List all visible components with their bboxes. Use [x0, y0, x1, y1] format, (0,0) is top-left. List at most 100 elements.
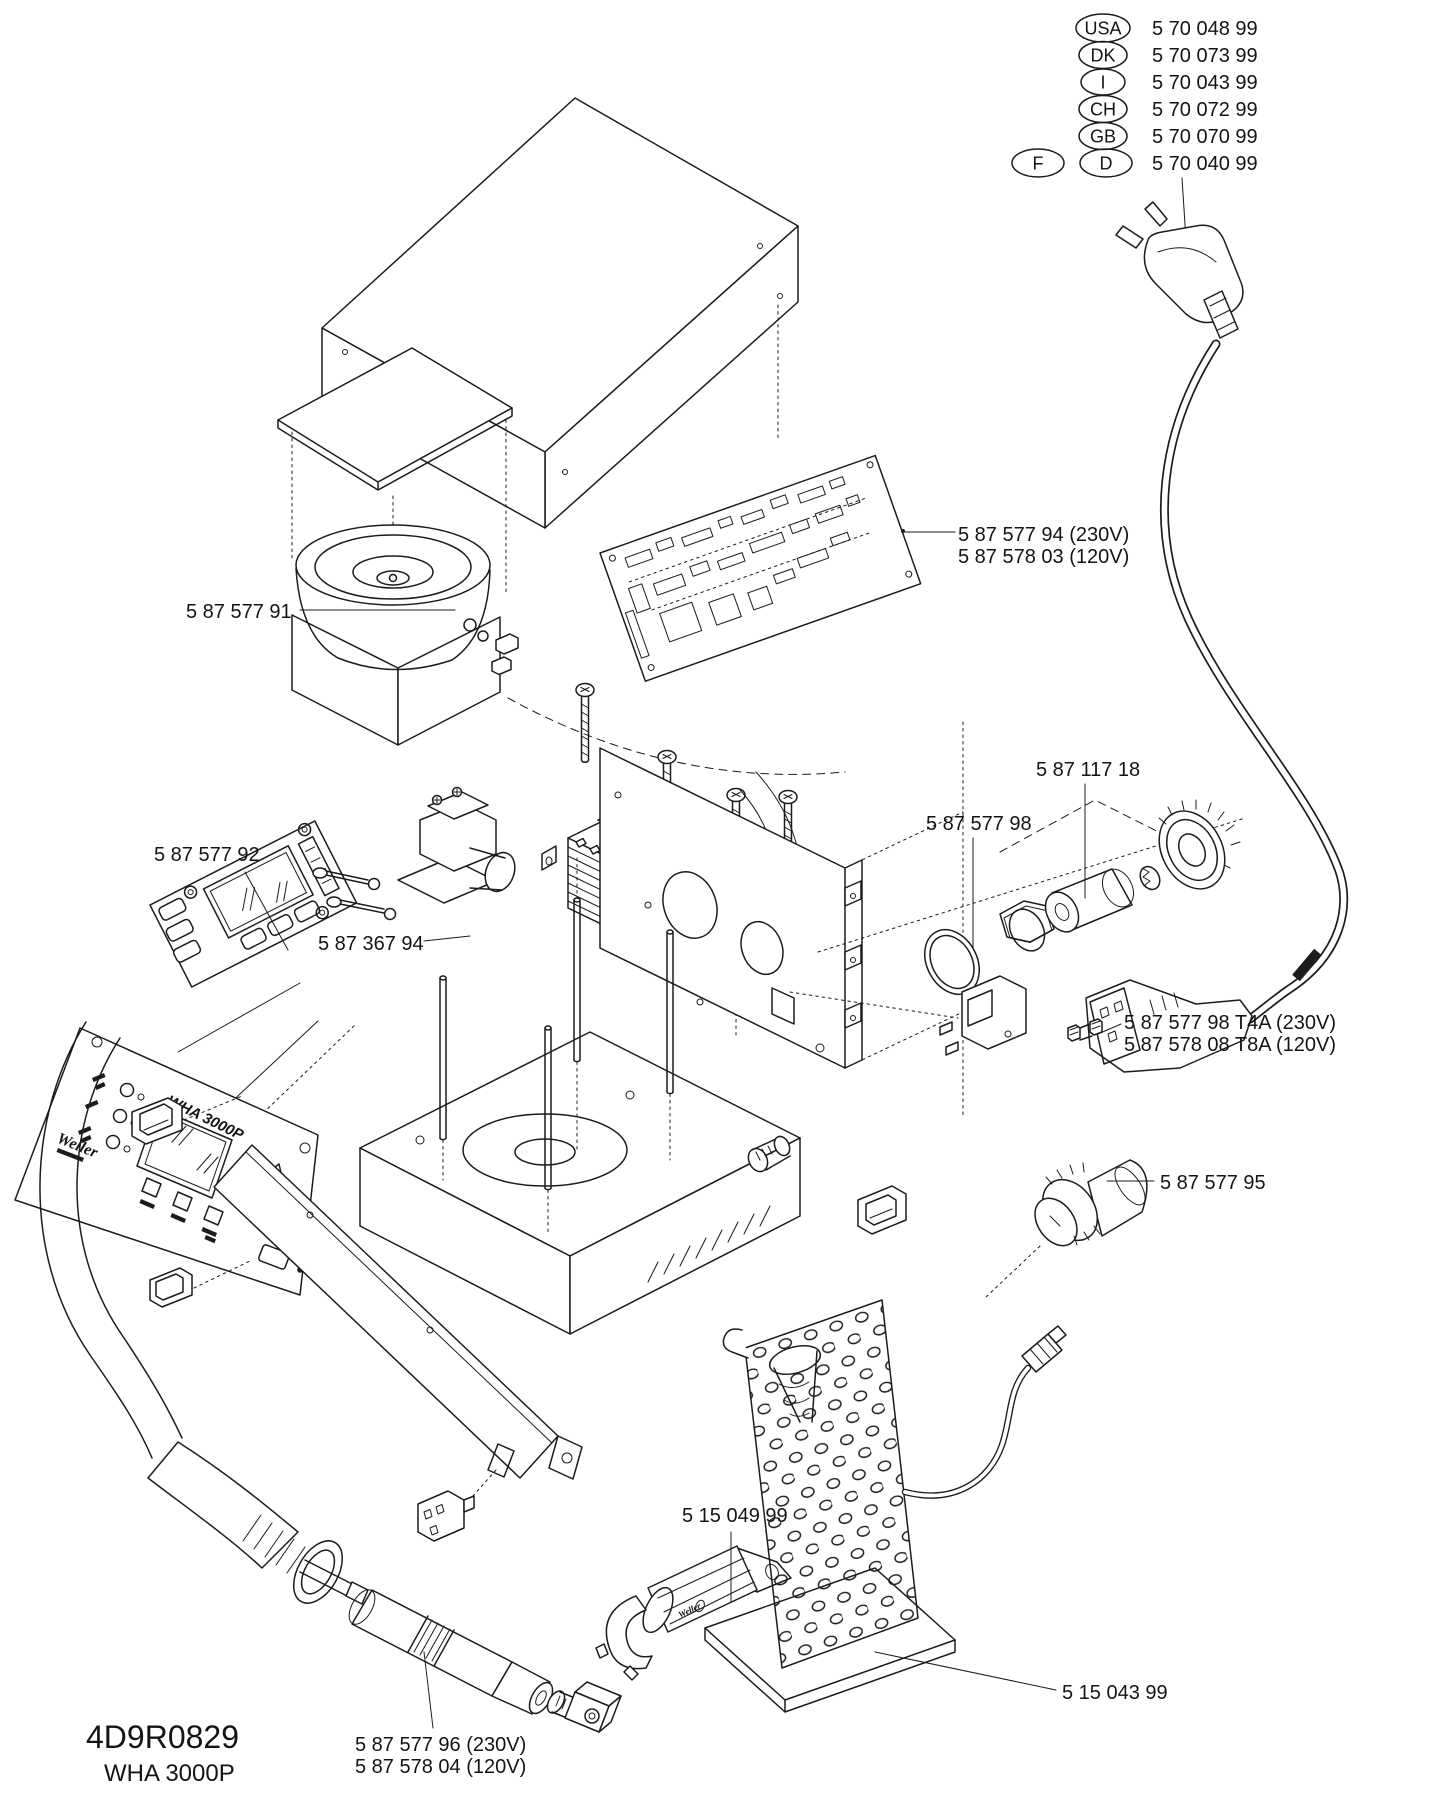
nozzle-block	[546, 1681, 622, 1733]
rear-panel-hole	[662, 871, 718, 939]
iec-cord-connector	[1085, 979, 1253, 1073]
power-entry-module	[789, 975, 1027, 1056]
spade-terminals	[939, 1021, 959, 1056]
iron-nut	[345, 1581, 369, 1605]
rear-panel-label: 5 87 577 98	[926, 813, 1032, 835]
cord-part-number: 5 70 048 99	[1152, 18, 1258, 40]
blower-label: 5 87 577 91	[186, 601, 292, 623]
main-pcb-label-230v: 5 87 577 94 (230V)	[958, 524, 1129, 546]
panel-buttons-left	[139, 1177, 224, 1244]
drawing-model: WHA 3000P	[104, 1760, 235, 1787]
power-switch-2	[149, 1259, 253, 1308]
display-transistors	[158, 897, 321, 963]
chassis-base	[359, 857, 801, 1335]
rest-cable	[901, 1364, 1032, 1499]
rocker-switch-rear	[857, 1185, 907, 1235]
country-badge-i-label: I	[1100, 73, 1105, 93]
iron-label-120v: 5 87 578 04 (120V)	[355, 1756, 526, 1778]
cord-row-i: I 5 70 043 99	[1080, 68, 1258, 96]
display-pcb-leader	[244, 871, 289, 951]
nozzle-removal-tool: Weller 5 15 049 99	[595, 1505, 792, 1681]
country-badge-d-label: D	[1100, 154, 1113, 174]
hex-nut	[999, 900, 1055, 952]
rest-spring-clip	[722, 1328, 749, 1359]
mains-plug	[1115, 201, 1244, 339]
din-label: 5 87 577 95	[1160, 1172, 1266, 1194]
heater-socket-cylinder: 5 87 117 18	[1036, 759, 1140, 933]
country-badge-gb-label: GB	[1090, 127, 1116, 147]
rest-perforated-face	[744, 1299, 919, 1669]
strain-relief	[747, 1135, 791, 1173]
fuse: 5 87 577 98 T4A (230V) 5 87 578 08 T8A (…	[1067, 1012, 1336, 1056]
fuse-label-120v: 5 87 578 08 T8A (120V)	[1124, 1034, 1336, 1056]
spring-washer	[1139, 865, 1161, 891]
fuse-leader	[1097, 1023, 1122, 1035]
cord-row-usa: USA 5 70 048 99	[1075, 13, 1258, 43]
panel-display-window	[136, 1107, 233, 1199]
blower-fitting-nut	[495, 633, 519, 655]
safety-rest: 5 15 043 99	[704, 1299, 1168, 1713]
rest-funnel	[768, 1345, 822, 1423]
cord-row-f-d: F D 5 70 040 99	[1011, 148, 1258, 178]
fuse-label-230v: 5 87 577 98 T4A (230V)	[1124, 1012, 1336, 1034]
tool-fork	[595, 1595, 653, 1681]
front-subpanel	[213, 1144, 583, 1507]
rest-label: 5 15 043 99	[1062, 1682, 1168, 1704]
iron-barrel	[351, 1589, 513, 1697]
display-pcb-label: 5 87 577 92	[154, 844, 260, 866]
connector-explosion: 5 87 117 18	[817, 759, 1246, 995]
country-badge-dk-label: DK	[1090, 46, 1115, 66]
subpanel-tab	[548, 1435, 583, 1480]
power-switch	[131, 1095, 243, 1145]
power-cord-table: USA 5 70 048 99 DK 5 70 073 99 I 5 70 04…	[1011, 13, 1258, 241]
country-badge-f-label: F	[1033, 154, 1044, 174]
country-badge-d	[1079, 148, 1133, 178]
rear-panel-square-hole	[771, 987, 795, 1025]
cord-part-number: 5 70 040 99	[1152, 153, 1258, 175]
drawing-number: 4D9R0829	[86, 1719, 239, 1755]
din-connector: 5 87 577 95	[984, 1159, 1266, 1299]
iron-label-230v: 5 87 577 96 (230V)	[355, 1734, 526, 1756]
cable-band	[1292, 948, 1322, 982]
pump-valve: 5 87 367 94	[312, 786, 516, 955]
rear-panel: 5 87 577 98	[599, 721, 1231, 1116]
cord-part-number: 5 70 073 99	[1152, 45, 1258, 67]
blower-assembly: 5 87 577 91	[186, 524, 846, 775]
rear-ghost-outline	[844, 721, 964, 1116]
main-pcb-label-120v: 5 87 578 03 (120V)	[958, 546, 1129, 568]
front-panel: Weller WHA 3000P	[14, 1027, 319, 1296]
cord-part-number: 5 70 043 99	[1152, 72, 1258, 94]
pump-motor	[484, 851, 516, 893]
plug-pin	[1144, 201, 1168, 227]
air-path-dashed-curve	[507, 697, 846, 775]
din-projection	[984, 1245, 1041, 1299]
cord-row-ch: CH 5 70 072 99	[1078, 94, 1258, 124]
blower-fitting-nut	[491, 656, 512, 676]
o-ring	[924, 929, 980, 995]
subpanel-cutout	[487, 1443, 515, 1478]
country-badge-f	[1011, 148, 1065, 178]
rear-panel-hole	[740, 920, 784, 976]
tool-label: 5 15 049 99	[682, 1505, 788, 1527]
switch-projection	[183, 1095, 243, 1121]
insulation-plate	[277, 347, 513, 593]
mains-cable	[1159, 339, 1349, 1024]
panel-leds	[78, 1073, 145, 1153]
post-projection-lines	[442, 857, 671, 1236]
cord-part-number: 5 70 070 99	[1152, 126, 1258, 148]
rest-leader	[874, 1651, 1057, 1691]
heater-socket-label: 5 87 117 18	[1036, 759, 1140, 781]
iec-inlet-module	[417, 1490, 475, 1542]
knurled-cap-nut	[1158, 799, 1241, 890]
iron-collar-ring	[292, 1540, 344, 1604]
country-badge-usa-label: USA	[1084, 19, 1121, 39]
pump-valve-leader	[423, 935, 471, 942]
cord-row-gb: GB 5 70 070 99	[1078, 121, 1258, 151]
rest-cable-connector	[1021, 1325, 1067, 1373]
main-pcb: 5 87 577 94 (230V) 5 87 578 03 (120V)	[599, 454, 1129, 682]
display-pcb: 5 87 577 92	[149, 820, 358, 1141]
blower-fitting	[477, 630, 489, 642]
rear-assembly-dashed-axis	[999, 799, 1231, 869]
plug-pin	[1115, 225, 1144, 249]
